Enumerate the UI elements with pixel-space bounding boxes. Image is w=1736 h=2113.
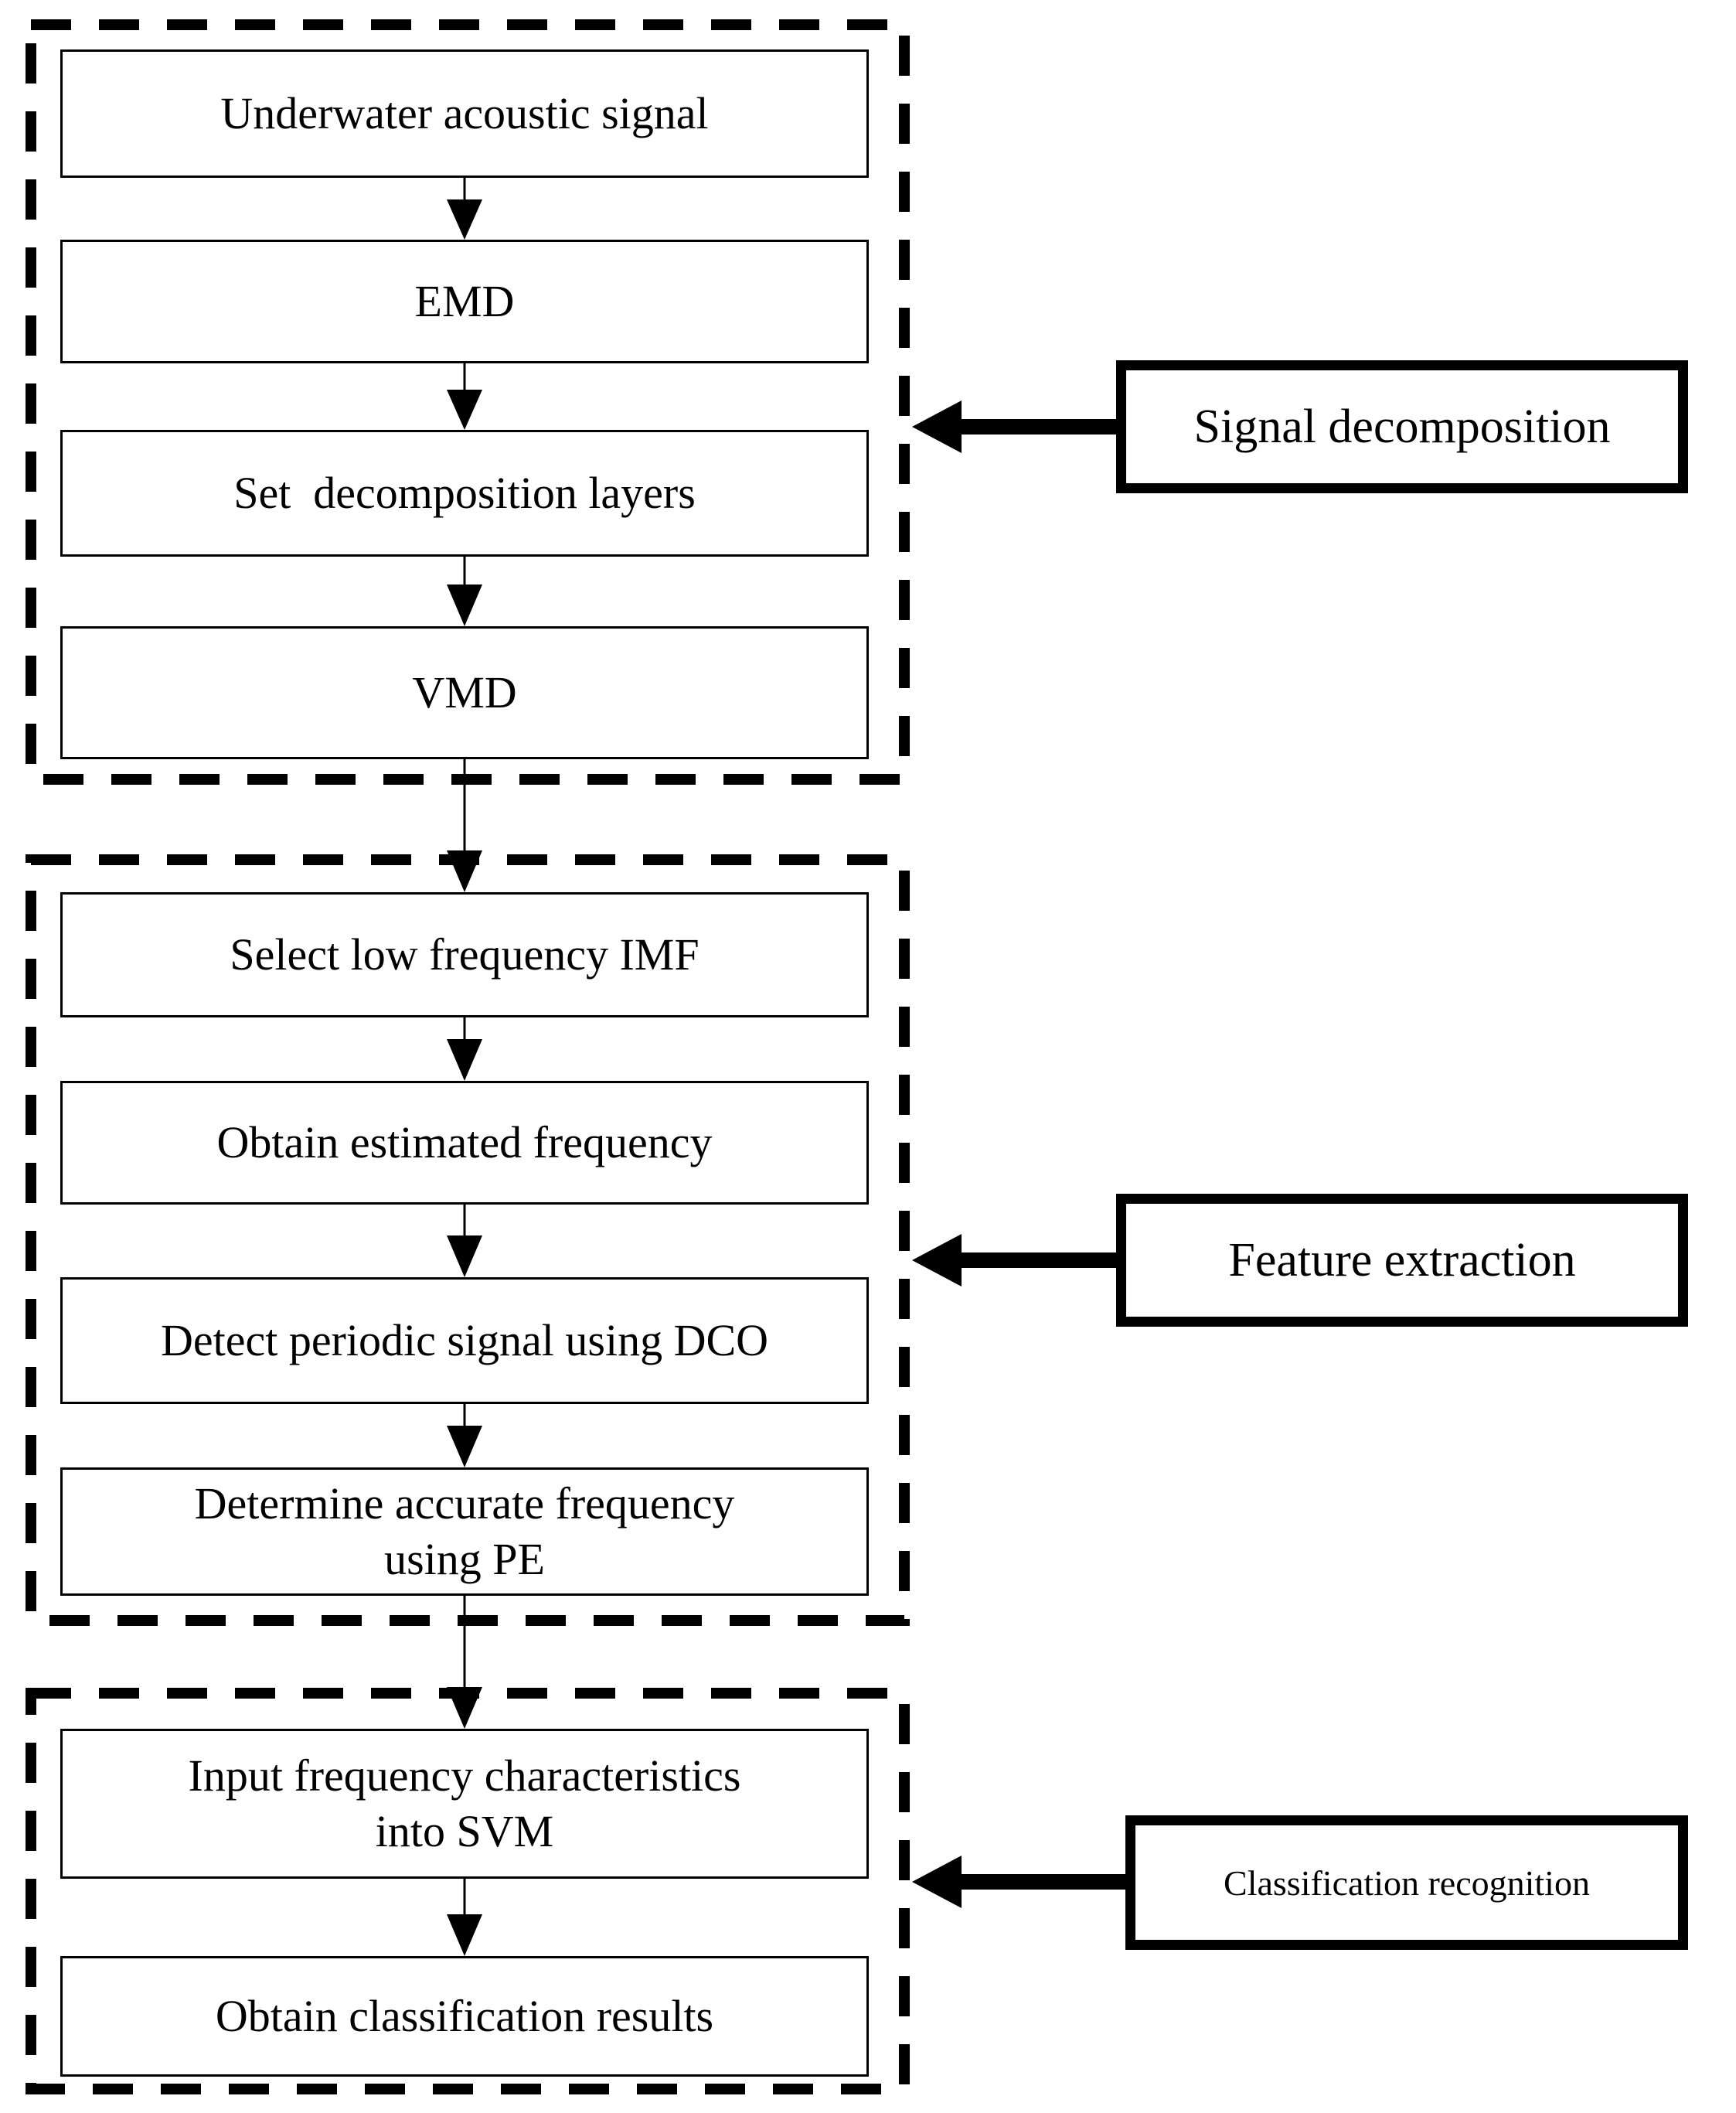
arrow-estimated-frequency-to-dco-icon xyxy=(447,1205,482,1277)
arrow-underwater-to-emd-icon xyxy=(447,178,482,240)
node-obtain-classification-results: Obtain classification results xyxy=(60,1956,869,2077)
arrow-pe-to-svm-icon xyxy=(447,1596,482,1729)
group-outline-signal-decomposition xyxy=(26,19,910,785)
stage-label-feature-extraction: Feature extraction xyxy=(1116,1194,1688,1327)
node-set-decomposition-layers: Set decomposition layers xyxy=(60,430,869,557)
arrow-emd-to-set-layers-icon xyxy=(447,363,482,430)
arrow-feature-extraction-label-icon xyxy=(912,1234,1119,1287)
node-input-frequency-characteristics-svm: Input frequency characteristics into SVM xyxy=(60,1729,869,1879)
node-set-decomposition-layers-label: Set decomposition layers xyxy=(233,467,696,518)
node-emd: EMD xyxy=(60,240,869,363)
stage-label-signal-decomposition-text: Signal decomposition xyxy=(1193,400,1611,453)
node-detect-periodic-signal-dco: Detect periodic signal using DCO xyxy=(60,1277,869,1404)
node-underwater-acoustic-signal: Underwater acoustic signal xyxy=(60,49,869,178)
node-vmd-label: VMD xyxy=(412,666,517,717)
node-determine-accurate-frequency-pe: Determine accurate frequency using PE xyxy=(60,1467,869,1596)
node-vmd: VMD xyxy=(60,626,869,759)
arrow-vmd-to-select-imf-icon xyxy=(447,759,482,892)
node-underwater-acoustic-signal-label: Underwater acoustic signal xyxy=(220,87,709,138)
node-select-low-frequency-imf-label: Select low frequency IMF xyxy=(230,929,700,980)
node-determine-accurate-frequency-pe-label: Determine accurate frequency using PE xyxy=(194,1477,735,1585)
stage-label-feature-extraction-text: Feature extraction xyxy=(1228,1233,1576,1287)
stage-label-classification-recognition: Classification recognition xyxy=(1125,1815,1688,1950)
flow-arrows xyxy=(447,178,482,1956)
arrow-dco-to-pe-icon xyxy=(447,1404,482,1467)
arrow-select-imf-to-estimated-frequency-icon xyxy=(447,1017,482,1081)
arrow-set-layers-to-vmd-icon xyxy=(447,557,482,626)
node-obtain-estimated-frequency-label: Obtain estimated frequency xyxy=(216,1116,713,1167)
stage-label-signal-decomposition: Signal decomposition xyxy=(1116,360,1688,493)
arrow-svm-to-results-icon xyxy=(447,1879,482,1956)
stage-arrows xyxy=(912,400,1128,1908)
node-detect-periodic-signal-dco-label: Detect periodic signal using DCO xyxy=(160,1314,769,1365)
arrow-classification-recognition-label-icon xyxy=(912,1856,1128,1908)
node-obtain-classification-results-label: Obtain classification results xyxy=(215,1990,714,2041)
node-select-low-frequency-imf: Select low frequency IMF xyxy=(60,892,869,1017)
node-obtain-estimated-frequency: Obtain estimated frequency xyxy=(60,1081,869,1205)
stage-label-classification-recognition-text: Classification recognition xyxy=(1224,1863,1590,1903)
arrow-signal-decomposition-label-icon xyxy=(912,400,1119,453)
node-emd-label: EMD xyxy=(414,275,515,326)
node-input-frequency-characteristics-svm-label: Input frequency characteristics into SVM xyxy=(188,1750,741,1857)
